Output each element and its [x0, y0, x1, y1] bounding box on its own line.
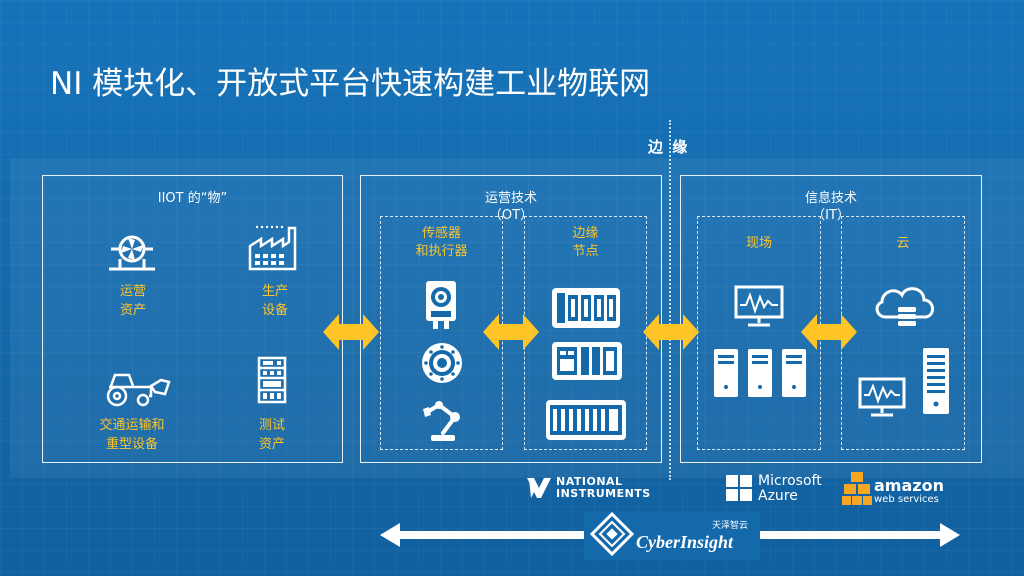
- bidirectional-arrow-icon: [801, 312, 857, 356]
- sensors-title-line1: 传感器: [421, 226, 461, 241]
- turbine-icon: [105, 231, 159, 277]
- microsoft-azure-logo: Microsoft Azure: [726, 473, 826, 505]
- iiot-item-production-equipment: 生产 设备: [235, 282, 315, 320]
- cyberinsight-logo: 天泽智云 CyberInsight: [584, 508, 764, 564]
- cloud-box: 云: [841, 216, 965, 450]
- ni-logo: NATIONAL INSTRUMENTS: [526, 474, 656, 504]
- item-label-line1: 运营: [119, 284, 146, 299]
- windows-logo-icon: [726, 475, 752, 501]
- edge-nodes-box: 边缘 节点: [524, 216, 647, 450]
- ot-title-line1: 运营技术: [484, 191, 537, 206]
- cyberinsight-emblem-icon: [590, 512, 634, 556]
- monitor-waveform-icon: [734, 285, 784, 331]
- ot-panel-title: 运营技术 （OT）: [361, 190, 661, 224]
- item-label-line2: 重型设备: [105, 437, 158, 452]
- aws-logo-line1: amazon: [874, 476, 944, 495]
- bidirectional-arrow-icon: [323, 312, 379, 356]
- cloud-monitor-icon: [858, 377, 906, 421]
- iiot-item-transportation-heavy-equipment: 交通运输和 重型设备: [77, 416, 187, 454]
- daq-chassis-icon: [545, 399, 627, 445]
- ni-logo-line1: NATIONAL: [556, 475, 623, 488]
- item-label-line1: 生产: [261, 284, 288, 299]
- factory-icon: [247, 224, 303, 276]
- ni-logo-line2: INSTRUMENTS: [556, 487, 651, 500]
- cyberinsight-small-text: 天泽智云: [712, 521, 749, 531]
- cyberinsight-name: CyberInsight: [636, 532, 734, 552]
- aws-logo-line2: web services: [874, 494, 939, 505]
- field-box: 现场: [697, 216, 821, 450]
- iiot-panel-title: IIOT 的“物”: [157, 191, 228, 206]
- it-panel-title: 信息技术 （IT）: [681, 190, 981, 224]
- pxi-chassis-icon: [551, 341, 623, 385]
- it-title-line2: （IT）: [812, 208, 850, 223]
- sensors-title: 传感器 和执行器: [381, 225, 502, 261]
- aws-cubes-icon: [842, 472, 872, 505]
- iiot-panel: IIOT 的“物” 运营 资产: [42, 175, 343, 463]
- edge-nodes-title: 边缘 节点: [525, 225, 646, 261]
- edge-nodes-title-line1: 边缘: [572, 226, 599, 241]
- robot-arm-icon: [419, 397, 467, 447]
- bidirectional-arrow-icon: [643, 312, 699, 356]
- iiot-item-operational-assets: 运营 资产: [93, 282, 173, 320]
- smart-camera-icon: [425, 279, 457, 335]
- edge-nodes-title-line2: 节点: [572, 244, 599, 259]
- ms-logo-line2: Azure: [758, 488, 798, 504]
- test-rack-icon: [257, 356, 287, 408]
- cloud-title: 云: [896, 236, 910, 251]
- field-title: 现场: [745, 236, 772, 251]
- field-servers-icon: [712, 347, 808, 403]
- content-band: [10, 158, 1024, 478]
- aws-logo: amazon web services: [842, 470, 952, 510]
- ot-title-line2: （OT）: [488, 208, 534, 223]
- tractor-icon: [105, 372, 171, 412]
- ni-eagle-icon: [527, 478, 551, 498]
- edge-divider-line: [669, 120, 671, 480]
- iiot-item-test-assets: 测试 资产: [232, 416, 312, 454]
- bidirectional-arrow-icon: [483, 312, 539, 356]
- it-title-line1: 信息技术: [804, 191, 857, 206]
- sensors-title-line2: 和执行器: [415, 244, 468, 259]
- item-label-line2: 资产: [258, 437, 285, 452]
- item-label-line1: 交通运输和: [99, 418, 165, 433]
- cloud-server-icon: [922, 347, 950, 419]
- item-label-line2: 设备: [261, 303, 288, 318]
- page-title: NI 模块化、开放式平台快速构建工业物联网: [50, 66, 651, 102]
- flange-sensor-icon: [420, 341, 464, 389]
- item-label-line2: 资产: [119, 303, 146, 318]
- ms-logo-line1: Microsoft: [758, 473, 822, 489]
- compactrio-chassis-icon: [551, 287, 621, 333]
- item-label-line1: 测试: [258, 418, 285, 433]
- cloud-database-icon: [872, 281, 938, 333]
- edge-label: 边 缘: [648, 138, 690, 156]
